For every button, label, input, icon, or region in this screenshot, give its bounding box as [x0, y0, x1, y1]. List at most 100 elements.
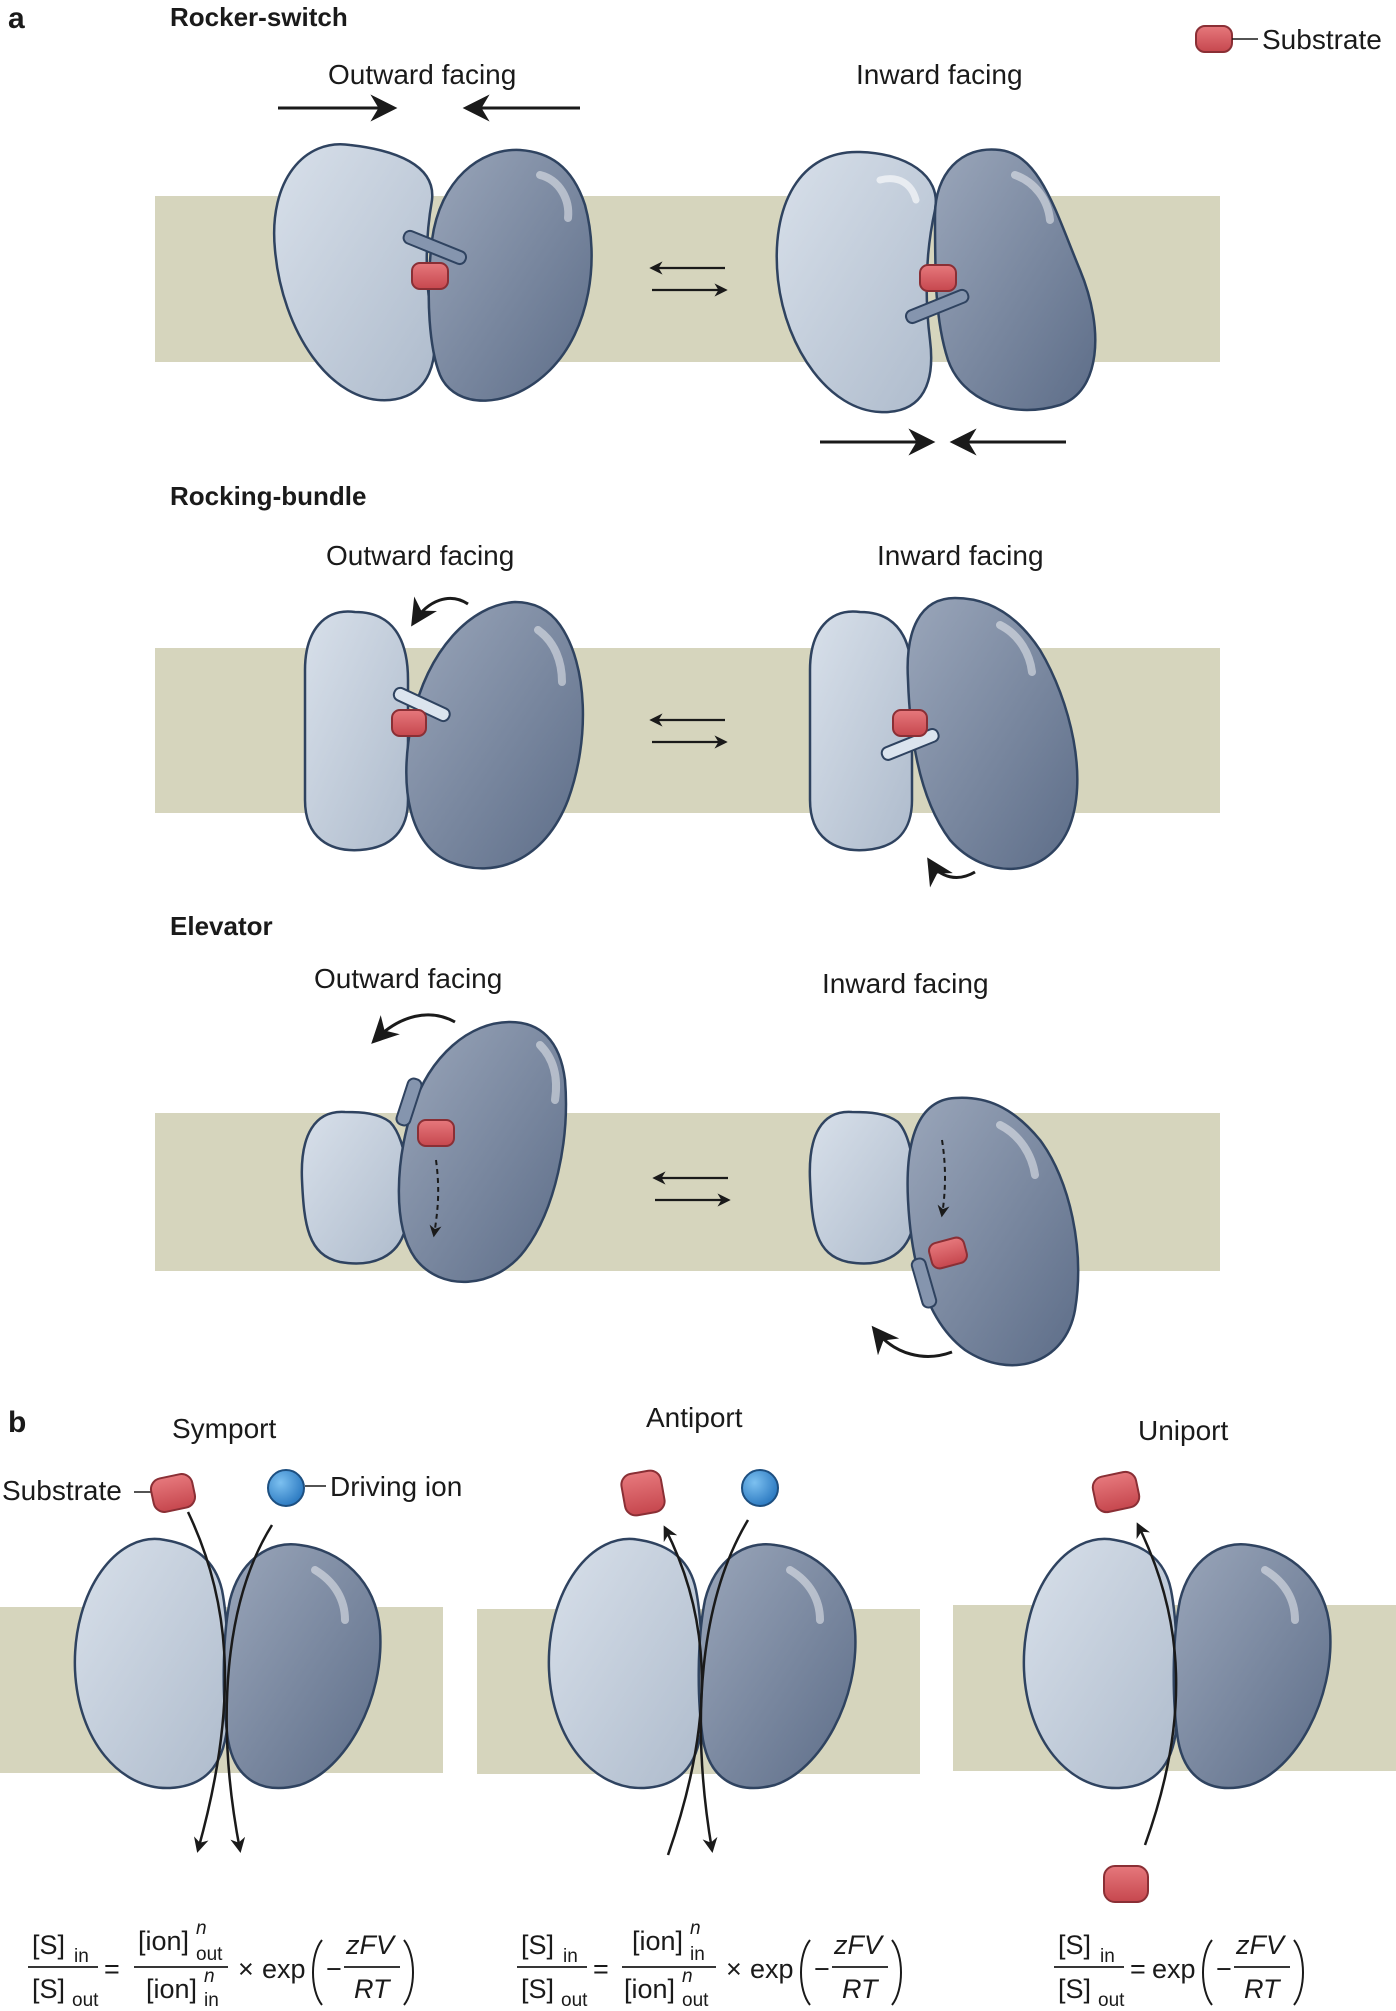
eq-zFV: zFV [1235, 1930, 1287, 1960]
dark-domain [933, 148, 1097, 412]
eq-S-out: [S] [521, 1974, 554, 2004]
rotation-arrow [927, 857, 976, 888]
eq-equals: = [104, 1954, 120, 1984]
eq-zFV: zFV [833, 1930, 885, 1960]
light-domain [73, 1537, 230, 1790]
eq-S-out: [S] [1058, 1974, 1091, 2004]
substrate [892, 709, 928, 737]
antiport-section: Antiport [477, 1402, 920, 1856]
bundle-inward-transporter [808, 596, 1079, 871]
gate-bar [910, 1257, 938, 1309]
substrate [391, 709, 427, 737]
eq-sub-in: in [74, 1946, 89, 1967]
light-domain [272, 142, 436, 402]
eq-sub-out: out [196, 1944, 223, 1965]
eq-equals: = [593, 1954, 609, 1984]
eq-exp: exp [1152, 1954, 1196, 1984]
driving-ion [741, 1469, 779, 1507]
equilibrium-arrows [649, 261, 728, 297]
eq-exp: exp [262, 1954, 306, 1984]
symport-equation: [S] in [S] out = [ion] n out [ion] n in … [28, 1918, 414, 2011]
equilibrium-arrows [649, 713, 728, 749]
rotation-arrow [411, 596, 469, 627]
substrate-label: Substrate [2, 1475, 122, 1506]
dark-domain [222, 1543, 382, 1790]
light-domain [808, 1110, 917, 1265]
eq-RT: RT [354, 1974, 392, 2004]
light-domain [303, 610, 410, 852]
light-domain [300, 1110, 410, 1265]
substrate-flow-arrow [1136, 1522, 1178, 1846]
antiport-equation: [S] in [S] out = [ion] n in [ion] n out … [517, 1918, 902, 2011]
light-domain [1022, 1537, 1179, 1790]
dark-domain [1172, 1543, 1332, 1790]
rocker-switch-title: Rocker-switch [170, 2, 348, 32]
ion-flow-arrow [225, 1524, 274, 1853]
elevator-outward-label: Outward facing [314, 963, 502, 994]
uniport-section: Uniport [953, 1415, 1396, 1903]
rocker-inward-transporter [775, 148, 1097, 414]
uniport-title: Uniport [1138, 1415, 1228, 1446]
eq-S-in: [S] [1058, 1930, 1091, 1960]
rotation-arrow [871, 1325, 953, 1358]
eq-minus: − [326, 1954, 342, 1984]
eq-sub-out: out [1098, 1990, 1125, 2011]
eq-ion-out: [ion] [138, 1926, 189, 1956]
eq-times: × [726, 1954, 742, 1984]
dark-domain [405, 600, 585, 870]
substrate-flow-arrow [186, 1511, 227, 1853]
dark-domain [906, 596, 1079, 871]
gate-bar [880, 728, 940, 761]
eq-ion-out: [ion] [624, 1974, 675, 2004]
eq-minus: − [1216, 1954, 1232, 1984]
eq-S-in: [S] [521, 1930, 554, 1960]
driving-ion [267, 1469, 305, 1507]
equilibrium-arrows [652, 1171, 731, 1207]
substrate [411, 262, 449, 290]
uniport-equation: [S] in [S] out = exp − zFV RT [1054, 1930, 1304, 2011]
substrate [928, 1236, 968, 1270]
symport-section: Symport Substrate Driving ion [0, 1413, 462, 1853]
substrate [1091, 1470, 1141, 1514]
elevator-title: Elevator [170, 911, 273, 941]
elevator-outward-transporter [300, 1020, 568, 1284]
gate-bar [395, 1077, 423, 1127]
eq-times: × [238, 1954, 254, 1984]
substrate [620, 1469, 666, 1517]
eq-ion-in: [ion] [146, 1974, 197, 2004]
antiport-title: Antiport [646, 1402, 743, 1433]
eq-sub-in: in [690, 1944, 705, 1965]
symport-title: Symport [172, 1413, 276, 1444]
rocking-bundle-section: Rocking-bundle Outward facing Inward fac… [155, 481, 1220, 888]
eq-sub-out: out [561, 1990, 588, 2011]
eq-RT: RT [842, 1974, 880, 2004]
eq-sup-n: n [690, 1918, 701, 1939]
rocker-switch-outward-label: Outward facing [328, 59, 516, 90]
legend-substrate: Substrate [1195, 24, 1382, 55]
ion-flow-arrow [699, 1519, 750, 1853]
eq-ion-in: [ion] [632, 1926, 683, 1956]
driving-ion-label: Driving ion [330, 1471, 462, 1502]
eq-exp: exp [750, 1954, 794, 1984]
light-domain [808, 610, 914, 852]
dashed-path-arrow [937, 1139, 950, 1218]
dark-domain [906, 1096, 1080, 1367]
rocking-bundle-title: Rocking-bundle [170, 481, 366, 511]
rotation-arrow [371, 1013, 456, 1044]
gate-bar [904, 288, 970, 325]
eq-sub-out: out [72, 1990, 99, 2011]
eq-zFV: zFV [345, 1930, 397, 1960]
eq-sub-in: in [563, 1946, 578, 1967]
eq-S-out: [S] [32, 1974, 65, 2004]
eq-RT: RT [1244, 1974, 1282, 2004]
bundle-outward-transporter [303, 600, 585, 870]
dashed-path-arrow [429, 1159, 442, 1238]
panel-b-letter: b [8, 1406, 26, 1439]
eq-minus: − [814, 1954, 830, 1984]
substrate [417, 1119, 455, 1147]
eq-sup-n: n [196, 1918, 207, 1939]
eq-sup-n: n [204, 1966, 215, 1987]
eq-sub-out: out [682, 1990, 709, 2011]
dark-domain [697, 1543, 857, 1790]
